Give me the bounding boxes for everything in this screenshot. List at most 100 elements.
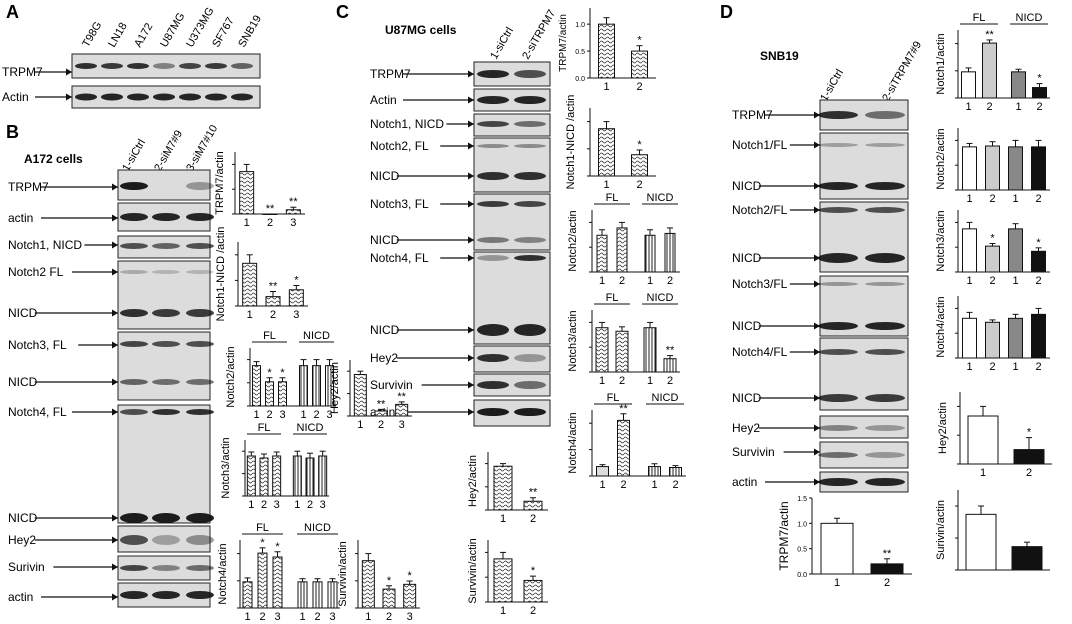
- blot-band: [818, 425, 858, 431]
- blot-band: [514, 255, 546, 261]
- y-axis-label: Notch3/actin: [935, 210, 947, 271]
- blot-band: [514, 70, 546, 78]
- label-A-trpm7: TRPM7: [2, 65, 43, 79]
- significance-marker: **: [529, 487, 538, 499]
- bar: [962, 317, 977, 359]
- significance-marker: **: [289, 196, 298, 208]
- bar: [617, 419, 630, 477]
- group-label: FL: [606, 292, 619, 304]
- group-label: FL: [606, 192, 619, 204]
- blot-band: [231, 93, 253, 101]
- bar: [598, 23, 615, 79]
- bar: [596, 466, 609, 477]
- significance-marker: **: [985, 29, 994, 41]
- x-tick-label: 2: [1035, 275, 1041, 287]
- C-lane-1: 1-siCtrl: [488, 25, 516, 61]
- label-D-10: Survivin: [732, 445, 775, 459]
- x-tick-label: 1: [965, 101, 971, 113]
- bar: [967, 415, 999, 465]
- bar: [962, 228, 977, 273]
- blot-band: [152, 513, 180, 523]
- x-tick-label: 1: [980, 467, 986, 479]
- blot-band: [477, 121, 509, 127]
- bar: [246, 455, 256, 497]
- bar: [615, 330, 629, 373]
- blot-band: [865, 394, 905, 402]
- x-tick-label: 2: [307, 499, 313, 511]
- bar: [820, 522, 854, 575]
- significance-marker: **: [269, 280, 278, 292]
- x-tick-label: 1: [966, 275, 972, 287]
- x-tick-label: 2: [386, 611, 392, 623]
- arrow-head-icon: [112, 341, 118, 349]
- bar: [985, 145, 1000, 191]
- blot-band: [514, 408, 546, 416]
- blot-band: [120, 591, 148, 599]
- bar: [318, 455, 328, 497]
- bar: [616, 227, 628, 273]
- blot-band: [186, 379, 214, 385]
- blot-band: [865, 349, 905, 355]
- blot-band: [120, 213, 148, 221]
- bar: [252, 365, 261, 407]
- x-tick-label: 1: [647, 375, 653, 387]
- bar: [297, 581, 308, 609]
- bar: [374, 410, 388, 417]
- bar: [262, 213, 278, 215]
- label-B-0: TRPM7: [8, 180, 49, 194]
- blot-band: [818, 207, 858, 213]
- bar: [985, 245, 1000, 273]
- x-tick-label: 1: [1012, 275, 1018, 287]
- bar: [643, 327, 657, 373]
- x-tick-label: 1: [834, 577, 840, 589]
- bar: [982, 42, 997, 99]
- label-C-6: NICD: [370, 233, 400, 247]
- cell-label-B: A172 cells: [24, 152, 83, 166]
- blot-band: [514, 381, 546, 389]
- x-tick-label: 1: [966, 361, 972, 373]
- arrow-head-icon: [468, 70, 474, 78]
- blot-band: [514, 172, 546, 180]
- arrow-head-icon: [468, 254, 474, 262]
- significance-marker: **: [397, 391, 406, 403]
- x-tick-label: 3: [326, 409, 332, 421]
- blot-band: [514, 354, 546, 362]
- x-tick-label: 1: [1012, 361, 1018, 373]
- arrow-head-icon: [66, 68, 72, 76]
- label-D-11: actin: [732, 475, 757, 489]
- group-label: NICD: [1016, 12, 1043, 24]
- y-tick-label: 1.0: [797, 521, 807, 528]
- blot-band: [231, 63, 253, 69]
- y-axis-label: TRPM7/actin: [214, 151, 226, 215]
- label-C-10: Survivin: [370, 378, 413, 392]
- x-tick-label: 2: [619, 375, 625, 387]
- arrow-head-icon: [814, 141, 820, 149]
- x-tick-label: 2: [259, 611, 265, 623]
- blot-C-3: [473, 137, 551, 193]
- bar: [285, 209, 301, 215]
- blot-band: [179, 93, 201, 101]
- significance-marker: *: [1037, 73, 1042, 85]
- arrow-head-icon: [112, 241, 118, 249]
- x-tick-label: 2: [989, 275, 995, 287]
- x-tick-label: 2: [672, 479, 678, 491]
- blot-C-7: [473, 373, 551, 397]
- y-tick-label: 0.5: [797, 547, 807, 554]
- blot-band: [101, 93, 123, 101]
- significance-marker: **: [377, 398, 386, 410]
- A-lane-2: LN18: [106, 21, 130, 50]
- blot-band: [152, 565, 180, 571]
- x-tick-label: 2: [267, 217, 273, 229]
- x-tick-label: 2: [261, 499, 267, 511]
- blot-band: [153, 93, 175, 101]
- x-tick-label: 1: [599, 479, 605, 491]
- blot-band: [152, 591, 180, 599]
- panel-letter-C: C: [336, 2, 349, 22]
- x-tick-label: 1: [599, 375, 605, 387]
